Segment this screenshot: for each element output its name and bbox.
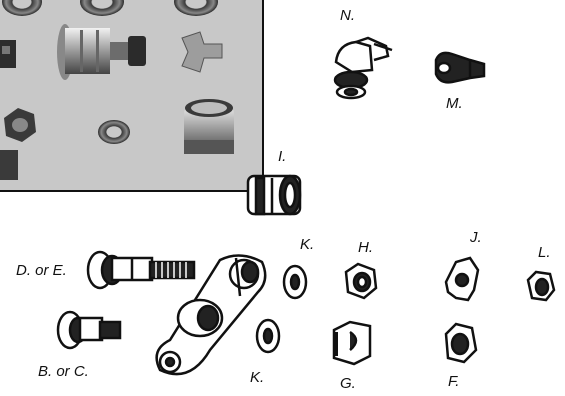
- hex-nut-f: [444, 322, 478, 364]
- straight-grease-fitting: [434, 51, 486, 84]
- washer-bottom: [255, 318, 281, 354]
- label-g: G.: [340, 375, 356, 392]
- link-arm: [155, 254, 267, 376]
- bushing: [246, 174, 302, 216]
- label-n: N.: [340, 7, 355, 24]
- label-m: M.: [446, 95, 463, 112]
- angle-grease-fitting: [333, 36, 393, 100]
- washer-top: [282, 264, 308, 300]
- hex-nut-h: [344, 262, 378, 300]
- parts-photo-drawing: [0, 0, 262, 190]
- label-k-bottom: K.: [250, 369, 265, 386]
- long-bolt: [86, 250, 196, 290]
- label-d-or-e: D. or E.: [16, 262, 67, 279]
- hex-nut-l: [526, 270, 556, 302]
- label-k-top: K.: [300, 236, 315, 253]
- label-l: L.: [538, 244, 551, 261]
- label-i: I.: [278, 148, 287, 165]
- parts-photo: [0, 0, 264, 192]
- label-j: J.: [470, 229, 482, 246]
- short-bolt: [56, 310, 122, 350]
- lock-plate: [444, 256, 480, 302]
- spring-clip: [332, 320, 372, 366]
- label-b-or-c: B. or C.: [38, 363, 89, 380]
- label-h: H.: [358, 239, 373, 256]
- label-f: F.: [448, 373, 460, 390]
